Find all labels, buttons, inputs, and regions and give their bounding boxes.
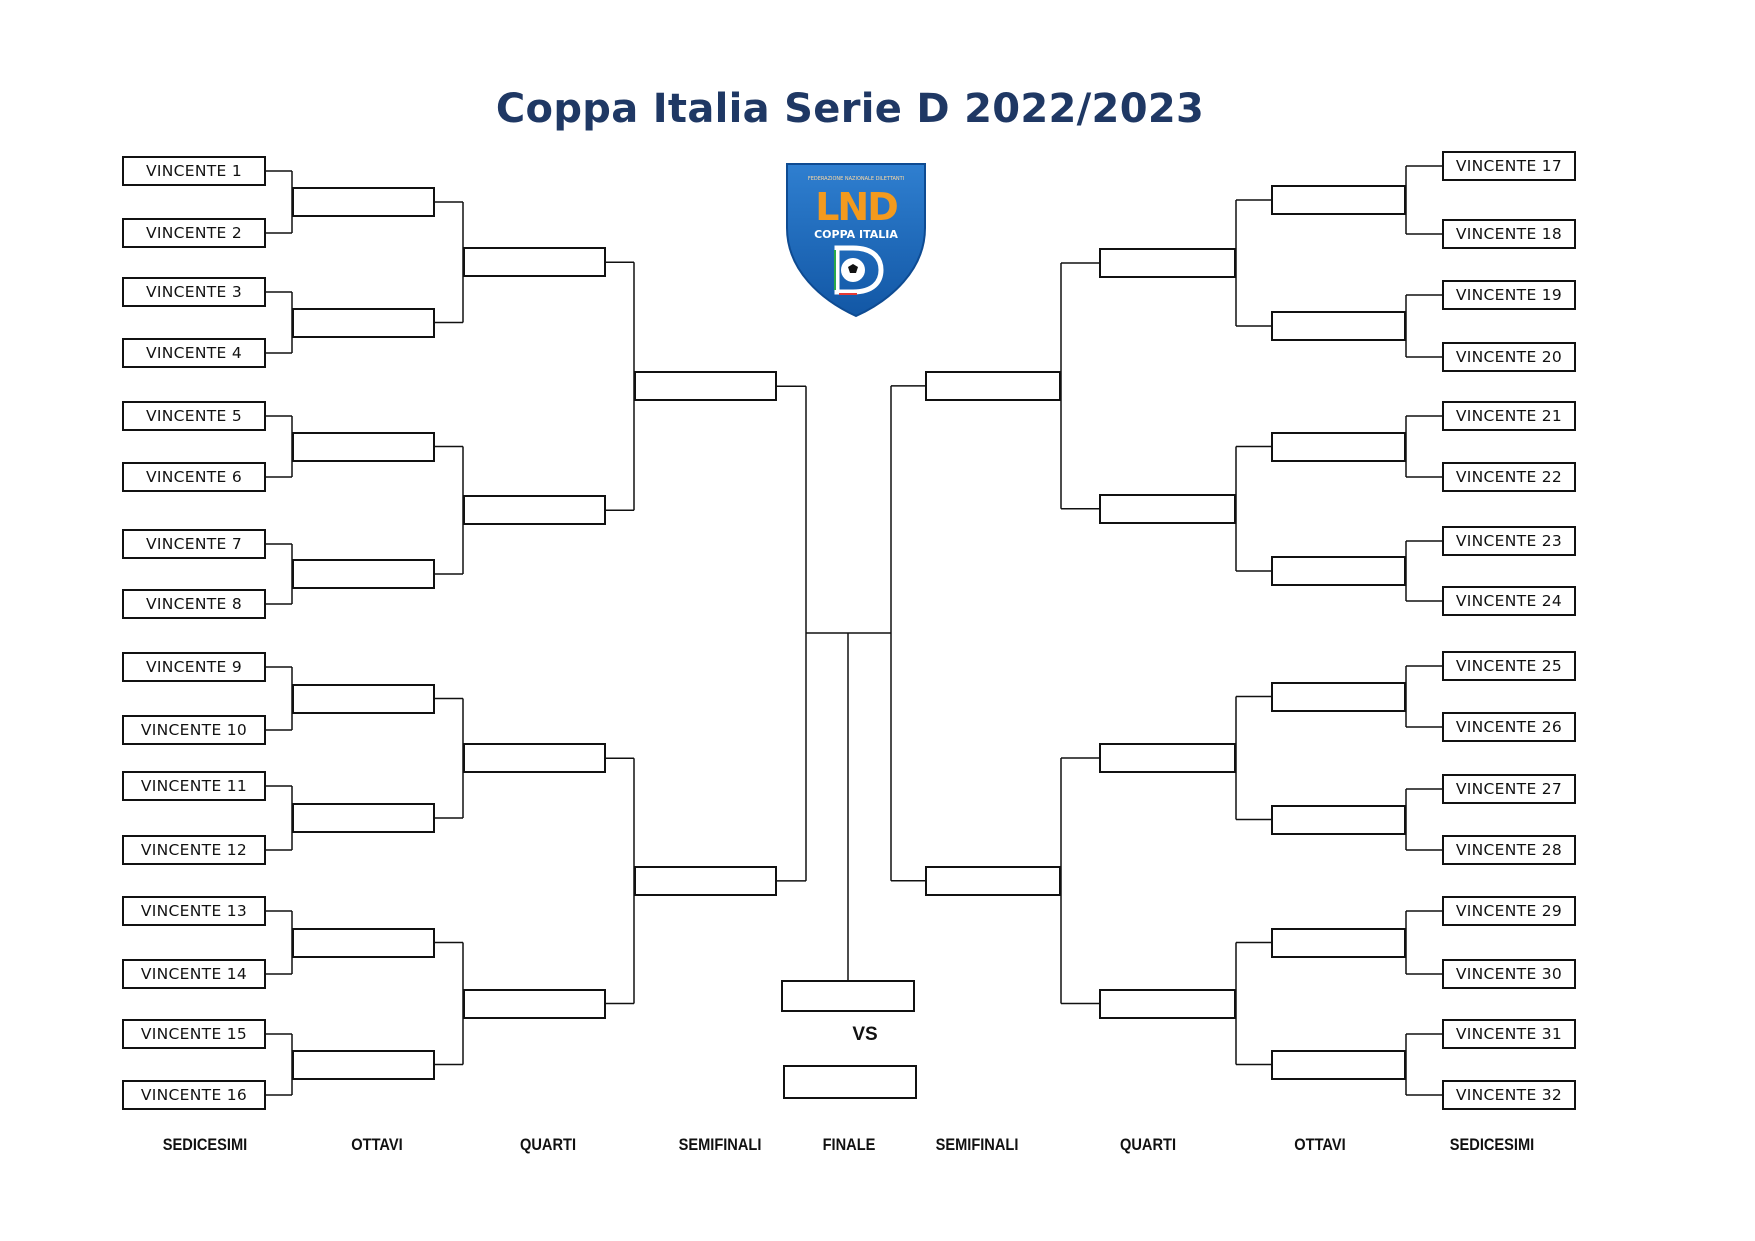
right-round32-slot-12[interactable]: VINCENTE 28 bbox=[1442, 835, 1576, 865]
label-semifinali-left: SEMIFINALI bbox=[678, 1135, 762, 1154]
right-round16-slot-3[interactable] bbox=[1271, 431, 1406, 462]
left-round32-slot-5[interactable]: VINCENTE 5 bbox=[122, 401, 266, 431]
left-round32-slot-11[interactable]: VINCENTE 11 bbox=[122, 771, 266, 801]
left-round32-slot-8[interactable]: VINCENTE 8 bbox=[122, 589, 266, 619]
logo-subtitle: COPPA ITALIA bbox=[814, 228, 898, 241]
left-round32-slot-14[interactable]: VINCENTE 14 bbox=[122, 959, 266, 989]
left-round16-slot-6[interactable] bbox=[292, 803, 435, 833]
label-quarti-right: QUARTI bbox=[1119, 1135, 1177, 1154]
right-semi-slot-1[interactable] bbox=[925, 370, 1061, 401]
left-round32-slot-13[interactable]: VINCENTE 13 bbox=[122, 896, 266, 926]
left-round16-slot-8[interactable] bbox=[292, 1049, 435, 1080]
right-round16-slot-2[interactable] bbox=[1271, 311, 1406, 341]
right-round32-slot-13[interactable]: VINCENTE 29 bbox=[1442, 896, 1576, 926]
left-quarter-slot-4[interactable] bbox=[463, 988, 606, 1019]
label-sedicesimi-right: SEDICESIMI bbox=[1449, 1135, 1535, 1154]
label-quarti-left: QUARTI bbox=[519, 1135, 577, 1154]
label-finale: FINALE bbox=[822, 1135, 876, 1154]
right-round32-slot-5[interactable]: VINCENTE 21 bbox=[1442, 401, 1576, 431]
left-round16-slot-4[interactable] bbox=[292, 559, 435, 589]
left-round32-slot-10[interactable]: VINCENTE 10 bbox=[122, 715, 266, 745]
right-round32-slot-2[interactable]: VINCENTE 18 bbox=[1442, 219, 1576, 249]
left-round32-slot-16[interactable]: VINCENTE 16 bbox=[122, 1080, 266, 1110]
left-round32-slot-6[interactable]: VINCENTE 6 bbox=[122, 462, 266, 492]
left-round32-slot-1[interactable]: VINCENTE 1 bbox=[122, 156, 266, 186]
left-round16-slot-2[interactable] bbox=[292, 307, 435, 338]
right-round32-slot-14[interactable]: VINCENTE 30 bbox=[1442, 959, 1576, 989]
logo-small-text: FEDERAZIONE NAZIONALE DILETTANTI bbox=[808, 176, 904, 182]
right-round32-slot-15[interactable]: VINCENTE 31 bbox=[1442, 1019, 1576, 1049]
right-round16-slot-6[interactable] bbox=[1271, 804, 1406, 835]
right-round32-slot-3[interactable]: VINCENTE 19 bbox=[1442, 280, 1576, 310]
right-round32-slot-1[interactable]: VINCENTE 17 bbox=[1442, 151, 1576, 181]
logo-brand: LND bbox=[815, 185, 897, 229]
left-round16-slot-5[interactable] bbox=[292, 683, 435, 714]
right-round32-slot-4[interactable]: VINCENTE 20 bbox=[1442, 342, 1576, 372]
right-round32-slot-9[interactable]: VINCENTE 25 bbox=[1442, 651, 1576, 681]
right-round16-slot-7[interactable] bbox=[1271, 927, 1406, 958]
right-round32-slot-11[interactable]: VINCENTE 27 bbox=[1442, 774, 1576, 804]
right-round16-slot-5[interactable] bbox=[1271, 681, 1406, 712]
label-semifinali-right: SEMIFINALI bbox=[935, 1135, 1019, 1154]
right-semi-slot-2[interactable] bbox=[925, 865, 1061, 896]
right-round32-slot-7[interactable]: VINCENTE 23 bbox=[1442, 526, 1576, 556]
right-quarter-slot-2[interactable] bbox=[1099, 493, 1236, 524]
left-round32-slot-2[interactable]: VINCENTE 2 bbox=[122, 218, 266, 248]
left-round32-slot-7[interactable]: VINCENTE 7 bbox=[122, 529, 266, 559]
left-round16-slot-7[interactable] bbox=[292, 927, 435, 958]
label-sedicesimi-left: SEDICESIMI bbox=[162, 1135, 248, 1154]
left-quarter-slot-2[interactable] bbox=[463, 495, 606, 526]
lnd-coppa-italia-logo: FEDERAZIONE NAZIONALE DILETTANTI LND COP… bbox=[786, 163, 926, 318]
right-round32-slot-16[interactable]: VINCENTE 32 bbox=[1442, 1080, 1576, 1110]
left-round16-slot-1[interactable] bbox=[292, 187, 435, 217]
right-quarter-slot-1[interactable] bbox=[1099, 248, 1236, 278]
left-round32-slot-4[interactable]: VINCENTE 4 bbox=[122, 338, 266, 368]
left-semi-slot-1[interactable] bbox=[634, 371, 777, 402]
right-round32-slot-8[interactable]: VINCENTE 24 bbox=[1442, 586, 1576, 616]
vs-label: VS bbox=[852, 1024, 878, 1045]
left-round32-slot-3[interactable]: VINCENTE 3 bbox=[122, 277, 266, 307]
left-round16-slot-3[interactable] bbox=[292, 431, 435, 462]
right-round32-slot-10[interactable]: VINCENTE 26 bbox=[1442, 712, 1576, 742]
left-round32-slot-12[interactable]: VINCENTE 12 bbox=[122, 835, 266, 865]
right-round32-slot-6[interactable]: VINCENTE 22 bbox=[1442, 462, 1576, 492]
right-round16-slot-1[interactable] bbox=[1271, 185, 1406, 215]
right-quarter-slot-3[interactable] bbox=[1099, 743, 1236, 773]
final-slot-1[interactable] bbox=[781, 980, 915, 1012]
left-quarter-slot-3[interactable] bbox=[463, 743, 606, 774]
left-round32-slot-9[interactable]: VINCENTE 9 bbox=[122, 652, 266, 682]
final-slot-2[interactable] bbox=[783, 1065, 917, 1099]
left-round32-slot-15[interactable]: VINCENTE 15 bbox=[122, 1019, 266, 1049]
right-round16-slot-4[interactable] bbox=[1271, 556, 1406, 586]
left-semi-slot-2[interactable] bbox=[634, 865, 777, 896]
right-quarter-slot-4[interactable] bbox=[1099, 988, 1236, 1019]
right-round16-slot-8[interactable] bbox=[1271, 1049, 1406, 1080]
logo-d-ball-icon bbox=[834, 245, 884, 295]
label-ottavi-left: OTTAVI bbox=[351, 1135, 403, 1154]
left-quarter-slot-1[interactable] bbox=[463, 247, 606, 278]
page-title: Coppa Italia Serie D 2022/2023 bbox=[495, 86, 1205, 132]
label-ottavi-right: OTTAVI bbox=[1294, 1135, 1346, 1154]
